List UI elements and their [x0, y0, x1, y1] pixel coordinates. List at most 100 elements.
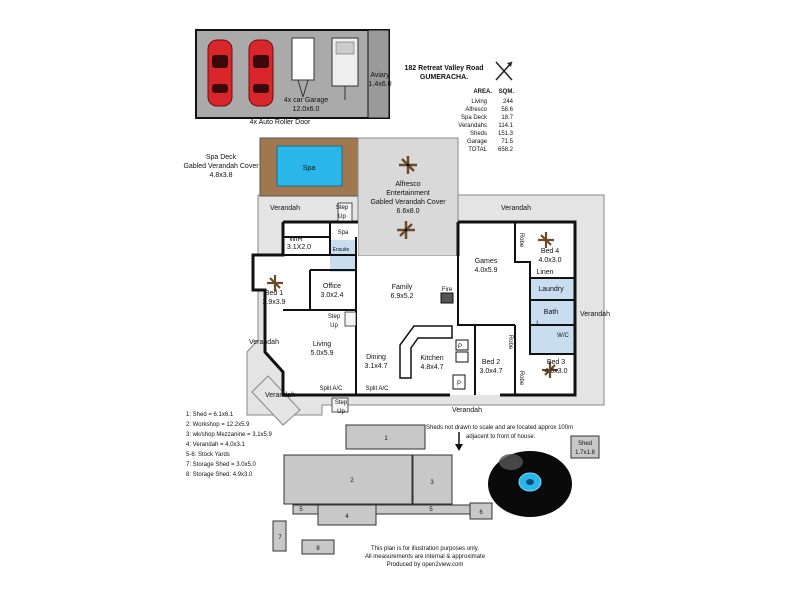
- step-up-label: Up: [330, 323, 338, 329]
- fireplace-icon: [440, 292, 454, 304]
- pantry: [452, 374, 466, 390]
- step-up-label: Step: [336, 205, 349, 211]
- verandah-label: Verandah: [452, 407, 482, 414]
- pantry: [455, 351, 469, 363]
- aviary-name: Aviary: [370, 72, 390, 79]
- address-line2: GUMERACHA.: [420, 74, 468, 81]
- garage-door: 4x Auto Roller Door: [250, 119, 311, 126]
- area-name: Sheds: [470, 131, 487, 137]
- robe-label: Robe: [518, 371, 524, 386]
- area-value: 18.7: [501, 115, 513, 121]
- step-up-label: Up: [337, 409, 345, 415]
- shed-number: 5: [429, 507, 433, 513]
- sheds-legend: 1: Shed = 6.1x6.1 2: Workshop = 12.2x5.9…: [186, 412, 273, 478]
- area-value: 658.2: [498, 147, 514, 153]
- shed-legend-item: 4: Verandah = 4.0x3.1: [186, 442, 246, 448]
- laundry-label: Laundry: [538, 286, 564, 293]
- alfresco-line3: Gabled Verandah Cover: [370, 199, 446, 206]
- verandah-label: Verandah: [249, 339, 279, 346]
- trailer-icon: [291, 37, 315, 98]
- robe-label: Robe: [507, 335, 513, 350]
- spa-deck: Spa Spa Deck Gabled Verandah Cover 4.8x3…: [183, 137, 359, 197]
- bed1-size: 3.9x3.9: [263, 299, 286, 306]
- kitchen-size: 4.8x4.7: [421, 364, 444, 371]
- dining-size: 3.1x4.7: [365, 363, 388, 370]
- ceiling-fan-icon: [542, 362, 558, 378]
- area-header: AREA.: [473, 89, 492, 95]
- verandah-label: Verandah: [501, 205, 531, 212]
- pantry-label: P: [457, 381, 461, 387]
- bed1-name: Bed 1: [265, 290, 283, 297]
- shed-numbers: 1 2 3 4 5 5 6 7 8 Shed 1.7x1.8: [278, 436, 595, 552]
- kitchen-name: Kitchen: [420, 355, 443, 362]
- alfresco-line2: Entertainment: [386, 190, 430, 197]
- shed-legend-item: 5-6: Stock Yards: [186, 452, 230, 458]
- spa-room-label: Spa: [338, 230, 349, 236]
- north-arrow-icon: [495, 61, 513, 81]
- shed-number: 7: [278, 535, 282, 541]
- kitchen-bench: [399, 325, 453, 379]
- area-value: 151.3: [498, 131, 514, 137]
- bed4-name: Bed 4: [541, 248, 559, 255]
- shed-buildings: [272, 424, 600, 555]
- footer-line2: All measurements are internal & approxim…: [365, 554, 486, 560]
- shed-number: 6: [479, 510, 483, 516]
- footer: This plan is for illustration purposes o…: [365, 546, 486, 568]
- alfresco-line1: Alfresco: [395, 181, 420, 188]
- ceiling-fan-icon: [397, 221, 415, 239]
- footer-line3: Produced by open2view.com: [387, 562, 464, 568]
- shed-number: 8: [316, 546, 320, 552]
- wir-size: 3.1X2.0: [287, 244, 311, 251]
- address-line1: 182 Retreat Valley Road: [405, 65, 484, 72]
- alfresco: Alfresco Entertainment Gabled Verandah C…: [357, 137, 459, 257]
- sheds-note-line1: Sheds not drawn to scale and are located…: [426, 425, 573, 431]
- area-name: Alfresco: [465, 107, 487, 113]
- games-size: 4.0x5.9: [475, 267, 498, 274]
- living-name: Living: [313, 341, 331, 348]
- shed-number: 1: [384, 436, 388, 442]
- alfresco-size: 6.6x8.0: [397, 208, 420, 215]
- title-block: 182 Retreat Valley Road GUMERACHA. AREA.…: [405, 61, 515, 153]
- steps-icon: [331, 202, 357, 413]
- bed3-name: Bed 3: [547, 359, 565, 366]
- garage-size: 12.0x6.0: [293, 106, 320, 113]
- wc-label: W/C: [557, 333, 569, 339]
- caravan-icon: [331, 37, 359, 100]
- area-name: Spa Deck: [461, 115, 488, 121]
- small-shed-size: 1.7x1.8: [575, 450, 595, 456]
- car-icon: [207, 39, 233, 107]
- verandah-label: Verandah: [265, 392, 295, 399]
- area-value: 71.5: [501, 139, 513, 145]
- shed-legend-item: 1: Shed = 6.1x6.1: [186, 412, 234, 418]
- footer-line1: This plan is for illustration purposes o…: [371, 546, 479, 552]
- verandah-label: Verandah: [580, 311, 610, 318]
- bed3-size: 4.0x3.0: [545, 368, 568, 375]
- walls: [251, 220, 577, 397]
- area-name: Verandahs: [458, 123, 487, 129]
- games-name: Games: [475, 258, 498, 265]
- area-value: 58.6: [501, 107, 513, 113]
- fire-label: Fire: [442, 287, 453, 293]
- shed-legend-item: 8: Storage Shed: 4.9x3.0: [186, 472, 253, 478]
- ceiling-fan-icon: [538, 232, 554, 248]
- pantry: [455, 339, 469, 351]
- dining-name: Dining: [366, 354, 386, 361]
- area-value: 114.1: [498, 123, 513, 129]
- shed-number: 2: [350, 478, 354, 484]
- bath-label: Bath: [544, 309, 559, 316]
- laundry-bath-floor: [530, 278, 574, 354]
- garage-name: 4x car Garage: [284, 97, 328, 104]
- bed4-size: 4.0x3.0: [539, 257, 562, 264]
- linen-label: Linen: [536, 269, 553, 276]
- area-name: TOTAL: [468, 147, 487, 153]
- split-ac-label: Split A/C: [365, 386, 389, 392]
- small-shed-name: Shed: [578, 441, 592, 447]
- pantry-label: P: [458, 344, 462, 350]
- shed-legend-item: 7: Storage Shed = 3.0x5.0: [186, 462, 257, 468]
- bed2-name: Bed 2: [482, 359, 500, 366]
- area-name: Living: [471, 99, 487, 105]
- ceiling-fan-icon: [267, 275, 283, 291]
- shed-legend-item: 2: Workshop = 12.2x5.9: [186, 422, 250, 428]
- sqm-header: SQM.: [499, 89, 515, 95]
